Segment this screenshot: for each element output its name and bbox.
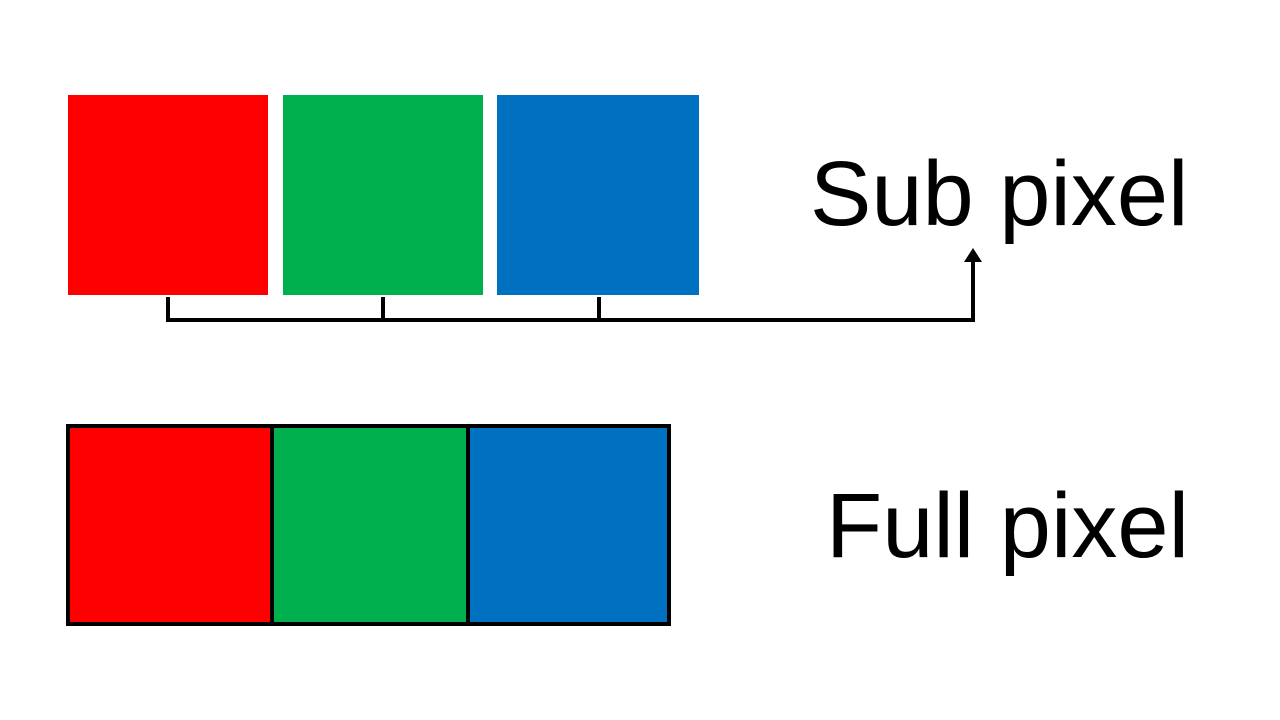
bracket-tick-blue bbox=[597, 297, 601, 321]
arrow-stem bbox=[971, 258, 975, 320]
full-pixel-block bbox=[66, 424, 671, 626]
bracket-tick-green bbox=[381, 297, 385, 321]
full-pixel-swatch-green bbox=[270, 428, 470, 622]
sub-pixel-swatch-green bbox=[283, 95, 483, 295]
sub-pixel-swatch-blue bbox=[497, 95, 699, 295]
bracket-horizontal-line bbox=[166, 318, 975, 322]
sub-pixel-label: Sub pixel bbox=[810, 143, 1189, 245]
sub-pixel-swatch-red bbox=[68, 95, 268, 295]
arrow-up-icon bbox=[964, 248, 982, 262]
full-pixel-swatch-blue bbox=[470, 428, 667, 622]
bracket-tick-red bbox=[166, 297, 170, 321]
full-pixel-label: Full pixel bbox=[826, 475, 1190, 577]
full-pixel-swatch-red bbox=[70, 428, 270, 622]
